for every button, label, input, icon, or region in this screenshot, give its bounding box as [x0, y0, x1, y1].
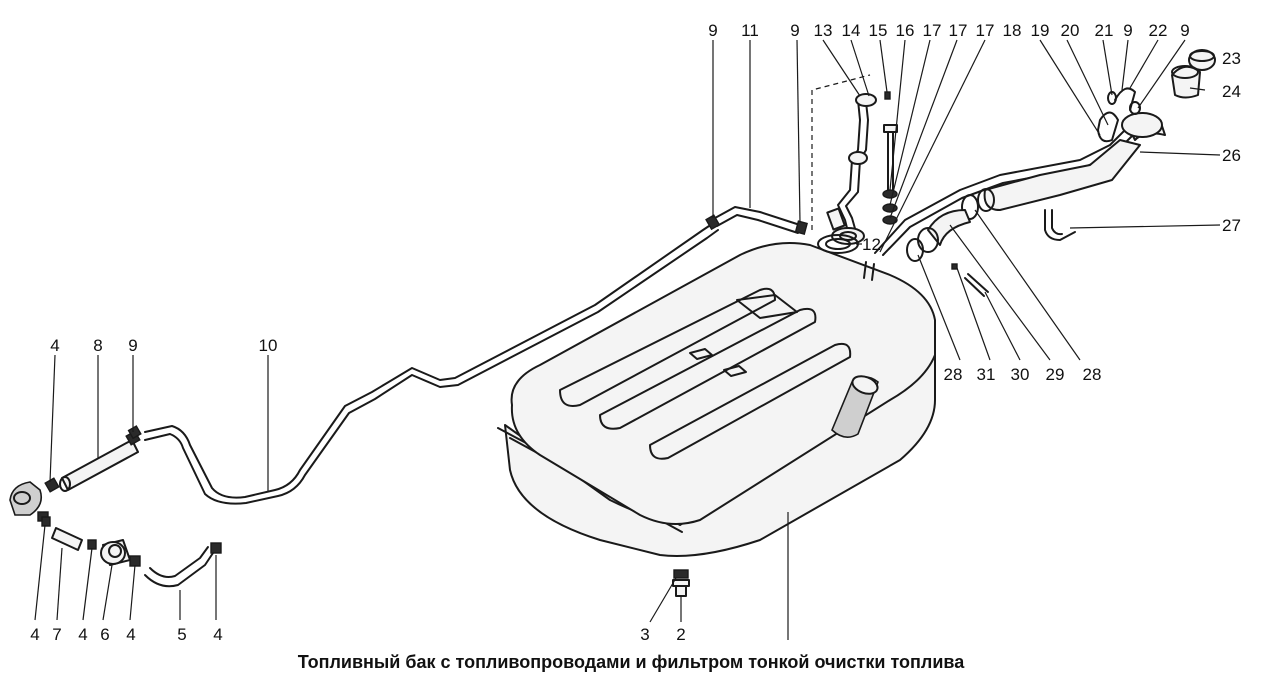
drain-plug [672, 569, 690, 597]
callout-17: 17 [949, 21, 968, 40]
callout-5: 5 [177, 625, 186, 644]
filler-pipe [874, 87, 1166, 262]
callout-24: 24 [1222, 82, 1241, 101]
callout-9: 9 [708, 21, 717, 40]
callout-28: 28 [944, 365, 963, 384]
callout-23: 23 [1222, 49, 1241, 68]
callout-30: 30 [1011, 365, 1030, 384]
callout-16: 16 [896, 21, 915, 40]
callout-9: 9 [1123, 21, 1132, 40]
callout-2: 2 [676, 625, 685, 644]
callout-27: 27 [1222, 216, 1241, 235]
callout-31: 31 [977, 365, 996, 384]
callout-19: 19 [1031, 21, 1050, 40]
callout-22: 22 [1149, 21, 1168, 40]
callout-10: 10 [259, 336, 278, 355]
callout-17: 17 [923, 21, 942, 40]
callout-13: 13 [814, 21, 833, 40]
filler-cap [1171, 49, 1216, 99]
callout-15: 15 [869, 21, 888, 40]
callout-4: 4 [213, 625, 222, 644]
clip-27 [1044, 209, 1076, 241]
callout-11: 11 [741, 21, 759, 40]
callout-6: 6 [100, 625, 109, 644]
fuel-line [144, 221, 719, 505]
leader-lines [34, 39, 1221, 640]
callout-12: 12 [862, 235, 881, 254]
callout-26: 26 [1222, 146, 1241, 165]
callout-4: 4 [126, 625, 135, 644]
callout-4: 4 [30, 625, 39, 644]
fuel-tank [497, 242, 936, 557]
callout-21: 21 [1095, 21, 1114, 40]
hose-11 [705, 206, 808, 235]
callout-9: 9 [790, 21, 799, 40]
callout-4: 4 [78, 625, 87, 644]
callout-17: 17 [976, 21, 995, 40]
fine-fuel-filter-assembly [9, 425, 222, 588]
callout-4: 4 [50, 336, 59, 355]
callout-3: 3 [640, 625, 649, 644]
callout-7: 7 [52, 625, 61, 644]
callout-9: 9 [128, 336, 137, 355]
callout-28: 28 [1083, 365, 1102, 384]
callout-labels: 9 11 9 13 14 15 16 17 17 9 17 18 19 20 2… [30, 21, 1241, 644]
callout-8: 8 [93, 336, 102, 355]
callout-18: 18 [1003, 21, 1022, 40]
callout-14: 14 [842, 21, 861, 40]
callout-9: 9 [1180, 21, 1189, 40]
callout-29: 29 [1046, 365, 1065, 384]
fuel-gauge-sender [811, 74, 891, 254]
figure-caption: Топливный бак с топливопроводами и фильт… [297, 652, 965, 672]
callout-20: 20 [1061, 21, 1080, 40]
screw-30 [951, 263, 989, 297]
